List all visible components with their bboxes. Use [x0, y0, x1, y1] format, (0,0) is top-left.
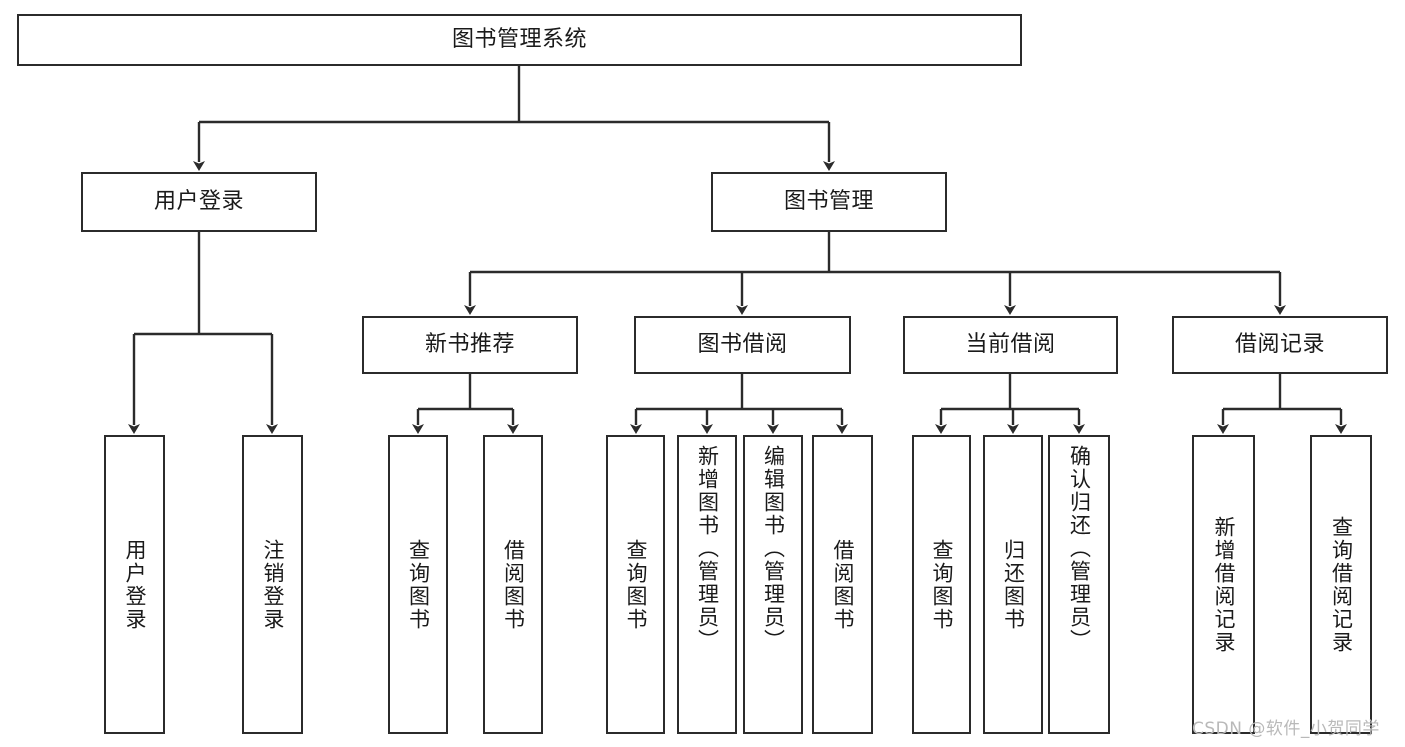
leaf-borrow-book-2-label: 借阅图书	[830, 538, 855, 631]
leaf-user-logout[interactable]: 注销登录	[242, 435, 303, 734]
leaf-query-book-1[interactable]: 查询图书	[388, 435, 448, 734]
leaf-query-book-1-label: 查询图书	[406, 538, 431, 631]
node-user-login[interactable]: 用户登录	[81, 172, 317, 232]
leaf-add-book[interactable]: 新增图书（管理员）	[677, 435, 737, 734]
leaf-borrow-book-2[interactable]: 借阅图书	[812, 435, 873, 734]
node-book-borrow-label: 图书借阅	[697, 332, 788, 358]
node-borrow-record-label: 借阅记录	[1234, 332, 1325, 358]
node-current-borrow-label: 当前借阅	[965, 332, 1056, 358]
leaf-user-login-label: 用户登录	[122, 538, 147, 631]
leaf-confirm-return-label: 确认归还（管理员）	[1067, 445, 1092, 652]
leaf-user-login[interactable]: 用户登录	[104, 435, 165, 734]
leaf-query-book-3[interactable]: 查询图书	[912, 435, 971, 734]
leaf-user-logout-label: 注销登录	[260, 538, 285, 631]
leaf-add-book-label: 新增图书（管理员）	[695, 445, 720, 652]
node-borrow-record[interactable]: 借阅记录	[1172, 316, 1388, 374]
node-book-management-label: 图书管理	[783, 189, 874, 215]
node-new-book-recommend-label: 新书推荐	[424, 332, 515, 358]
node-book-management[interactable]: 图书管理	[711, 172, 947, 232]
leaf-add-record[interactable]: 新增借阅记录	[1192, 435, 1255, 734]
leaf-return-book[interactable]: 归还图书	[983, 435, 1043, 734]
leaf-query-book-2-label: 查询图书	[623, 538, 648, 631]
leaf-add-record-label: 新增借阅记录	[1211, 515, 1236, 654]
node-current-borrow[interactable]: 当前借阅	[903, 316, 1118, 374]
leaf-query-record[interactable]: 查询借阅记录	[1310, 435, 1372, 734]
node-new-book-recommend[interactable]: 新书推荐	[362, 316, 578, 374]
leaf-query-record-label: 查询借阅记录	[1329, 515, 1354, 654]
leaf-edit-book[interactable]: 编辑图书（管理员）	[743, 435, 803, 734]
node-root[interactable]: 图书管理系统	[17, 14, 1022, 66]
leaf-edit-book-label: 编辑图书（管理员）	[761, 445, 786, 652]
csdn-watermark: CSDN @软件_小贺同学	[1192, 719, 1380, 739]
leaf-query-book-2[interactable]: 查询图书	[606, 435, 665, 734]
leaf-query-book-3-label: 查询图书	[929, 538, 954, 631]
leaf-return-book-label: 归还图书	[1001, 538, 1026, 631]
leaf-confirm-return[interactable]: 确认归还（管理员）	[1048, 435, 1110, 734]
node-root-label: 图书管理系统	[451, 27, 587, 53]
leaf-borrow-book-1[interactable]: 借阅图书	[483, 435, 543, 734]
node-book-borrow[interactable]: 图书借阅	[634, 316, 851, 374]
node-user-login-label: 用户登录	[153, 189, 244, 215]
leaf-borrow-book-1-label: 借阅图书	[501, 538, 526, 631]
